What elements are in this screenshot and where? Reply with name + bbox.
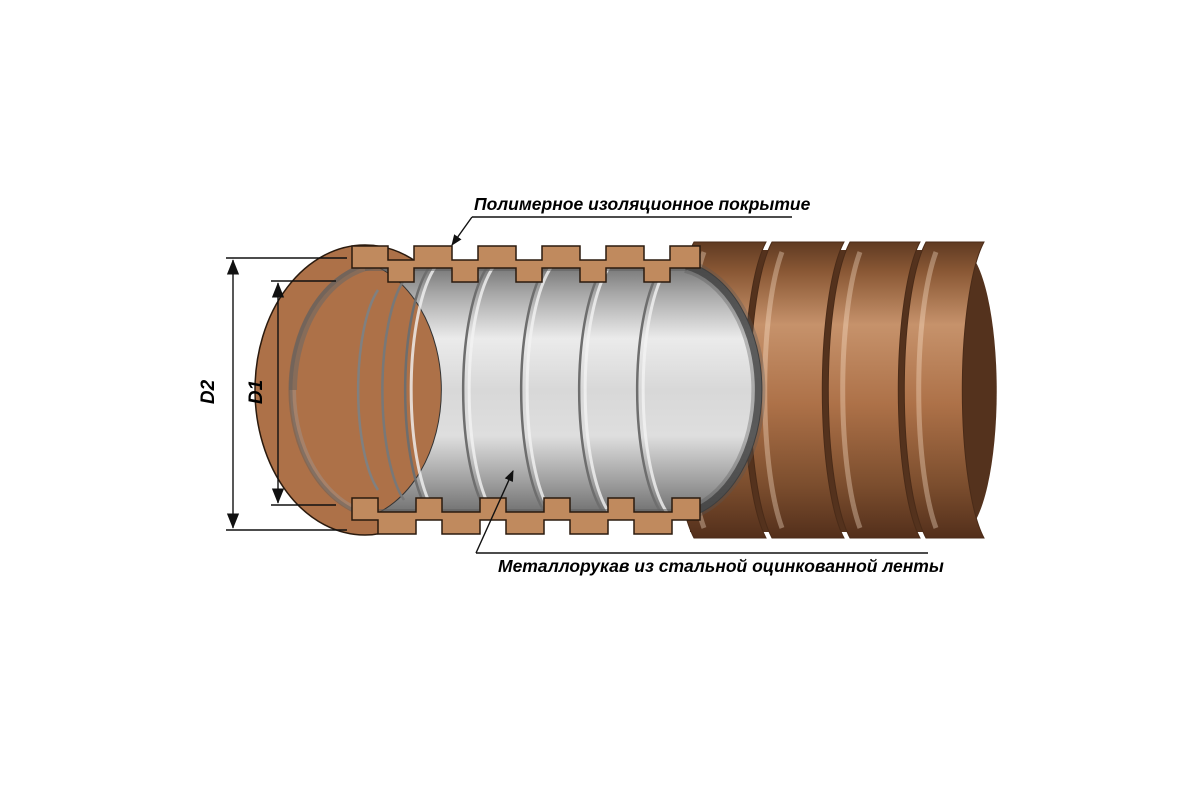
spiral-band-line: [577, 265, 606, 515]
rib-highlight: [916, 251, 939, 529]
coating-cut-bottom: [351, 497, 701, 535]
spiral-band-highlight: [525, 265, 554, 515]
coating-cut-top: [351, 245, 701, 283]
spiral-band-line: [381, 279, 406, 501]
dimension-d2: D2: [198, 257, 347, 531]
entry-shadow: [685, 262, 762, 518]
rib-highlight: [762, 251, 785, 529]
dimension-d1: D1: [246, 280, 336, 506]
spiral-band-line: [461, 265, 490, 515]
label-hose: Металлорукав из стальной оцинкованной ле…: [475, 469, 944, 576]
front-rim-inner-edge: [288, 263, 366, 517]
spiral-band-highlight: [641, 265, 670, 515]
spiral-band-line: [635, 265, 664, 515]
coating-leader-line: [451, 216, 473, 246]
coating-rib: [903, 241, 985, 539]
coating-rib: [749, 241, 845, 539]
coating-label-text: Полимерное изоляционное покрытие: [474, 194, 811, 214]
spiral-band-highlight: [583, 265, 612, 515]
spiral-band-highlight: [409, 265, 438, 515]
hose-label-text: Металлорукав из стальной оцинкованной ле…: [498, 556, 944, 576]
d1-label: D1: [246, 380, 267, 404]
spiral-band-line: [519, 265, 548, 515]
hose-leader-line: [475, 469, 514, 554]
coating-rib: [827, 241, 921, 539]
rib-highlight: [840, 251, 863, 529]
d2-label: D2: [198, 379, 219, 404]
label-coating: Полимерное изоляционное покрытие: [451, 194, 811, 246]
spiral-band-highlight: [467, 265, 496, 515]
spiral-band-line: [403, 265, 432, 515]
spiral-band-line: [356, 289, 380, 491]
